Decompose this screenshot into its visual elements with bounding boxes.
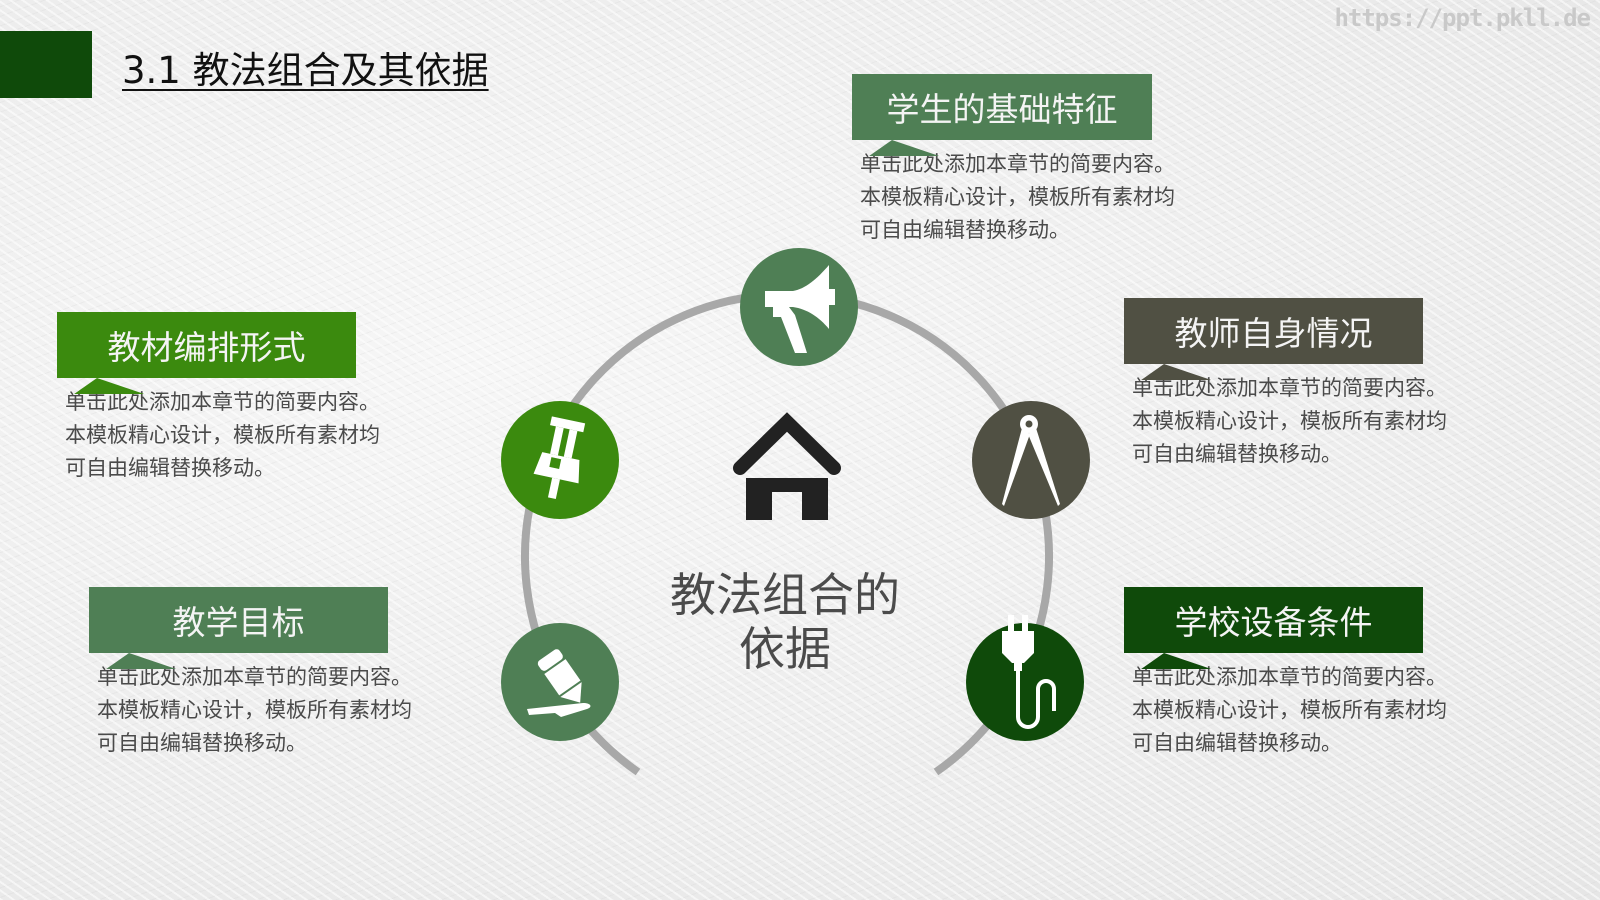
home-icon xyxy=(733,412,841,520)
watermark-url: https://ppt.pkll.de xyxy=(1334,4,1591,32)
card-body-line: 单击此处添加本章节的简要内容。 xyxy=(65,390,380,414)
card-label-teacher[interactable]: 教师自身情况 xyxy=(1124,298,1423,364)
slide-title[interactable]: 3.1 教法组合及其依据 xyxy=(122,49,489,92)
card-body-materials: 单击此处添加本章节的简要内容。 本模板精心设计，模板所有素材均 可自由编辑替换移… xyxy=(65,386,380,485)
card-body-line: 单击此处添加本章节的简要内容。 xyxy=(1132,376,1447,400)
node-teacher[interactable] xyxy=(972,401,1090,519)
card-body-line: 本模板精心设计，模板所有素材均 xyxy=(65,423,380,447)
card-teacher: 教师自身情况 单击此处添加本章节的简要内容。 本模板精心设计，模板所有素材均 可… xyxy=(1124,298,1447,471)
card-body-goals: 单击此处添加本章节的简要内容。 本模板精心设计，模板所有素材均 可自由编辑替换移… xyxy=(97,661,412,760)
card-body-line: 可自由编辑替换移动。 xyxy=(97,731,307,755)
card-students: 学生的基础特征 单击此处添加本章节的简要内容。 本模板精心设计，模板所有素材均 … xyxy=(852,74,1175,247)
card-body-line: 本模板精心设计，模板所有素材均 xyxy=(97,698,412,722)
node-materials[interactable] xyxy=(501,401,619,519)
card-body-line: 本模板精心设计，模板所有素材均 xyxy=(1132,698,1447,722)
pushpin-icon xyxy=(533,416,586,499)
card-body-students: 单击此处添加本章节的简要内容。 本模板精心设计，模板所有素材均 可自由编辑替换移… xyxy=(860,148,1175,247)
megaphone-icon xyxy=(765,265,835,353)
card-equipment: 学校设备条件 单击此处添加本章节的简要内容。 本模板精心设计，模板所有素材均 可… xyxy=(1124,587,1447,760)
card-body-line: 本模板精心设计，模板所有素材均 xyxy=(1132,409,1447,433)
card-body-line: 可自由编辑替换移动。 xyxy=(1132,442,1342,466)
plug-icon xyxy=(1002,615,1056,729)
card-body-teacher: 单击此处添加本章节的简要内容。 本模板精心设计，模板所有素材均 可自由编辑替换移… xyxy=(1132,372,1447,471)
center-title: 教法组合的 依据 xyxy=(640,568,930,676)
node-goals[interactable] xyxy=(501,623,619,741)
card-body-line: 可自由编辑替换移动。 xyxy=(860,218,1070,242)
card-body-line: 单击此处添加本章节的简要内容。 xyxy=(860,152,1175,176)
card-label-equipment[interactable]: 学校设备条件 xyxy=(1124,587,1423,653)
node-students[interactable] xyxy=(740,248,858,366)
center-title-line1: 教法组合的 xyxy=(670,568,900,622)
card-label-students[interactable]: 学生的基础特征 xyxy=(852,74,1152,140)
center-title-line2: 依据 xyxy=(739,622,831,676)
card-label-goals[interactable]: 教学目标 xyxy=(89,587,388,653)
card-label-materials[interactable]: 教材编排形式 xyxy=(57,312,356,378)
card-body-line: 可自由编辑替换移动。 xyxy=(1132,731,1342,755)
card-body-line: 单击此处添加本章节的简要内容。 xyxy=(1132,665,1447,689)
card-materials: 教材编排形式 单击此处添加本章节的简要内容。 本模板精心设计，模板所有素材均 可… xyxy=(57,312,380,485)
card-body-line: 单击此处添加本章节的简要内容。 xyxy=(97,665,412,689)
card-body-equipment: 单击此处添加本章节的简要内容。 本模板精心设计，模板所有素材均 可自由编辑替换移… xyxy=(1132,661,1447,760)
pencil-icon xyxy=(527,649,591,717)
card-body-line: 本模板精心设计，模板所有素材均 xyxy=(860,185,1175,209)
card-goals: 教学目标 单击此处添加本章节的简要内容。 本模板精心设计，模板所有素材均 可自由… xyxy=(89,587,412,760)
node-equipment[interactable] xyxy=(966,615,1084,741)
card-body-line: 可自由编辑替换移动。 xyxy=(65,456,275,480)
title-accent-block xyxy=(0,31,92,98)
compass-icon xyxy=(1002,415,1060,506)
